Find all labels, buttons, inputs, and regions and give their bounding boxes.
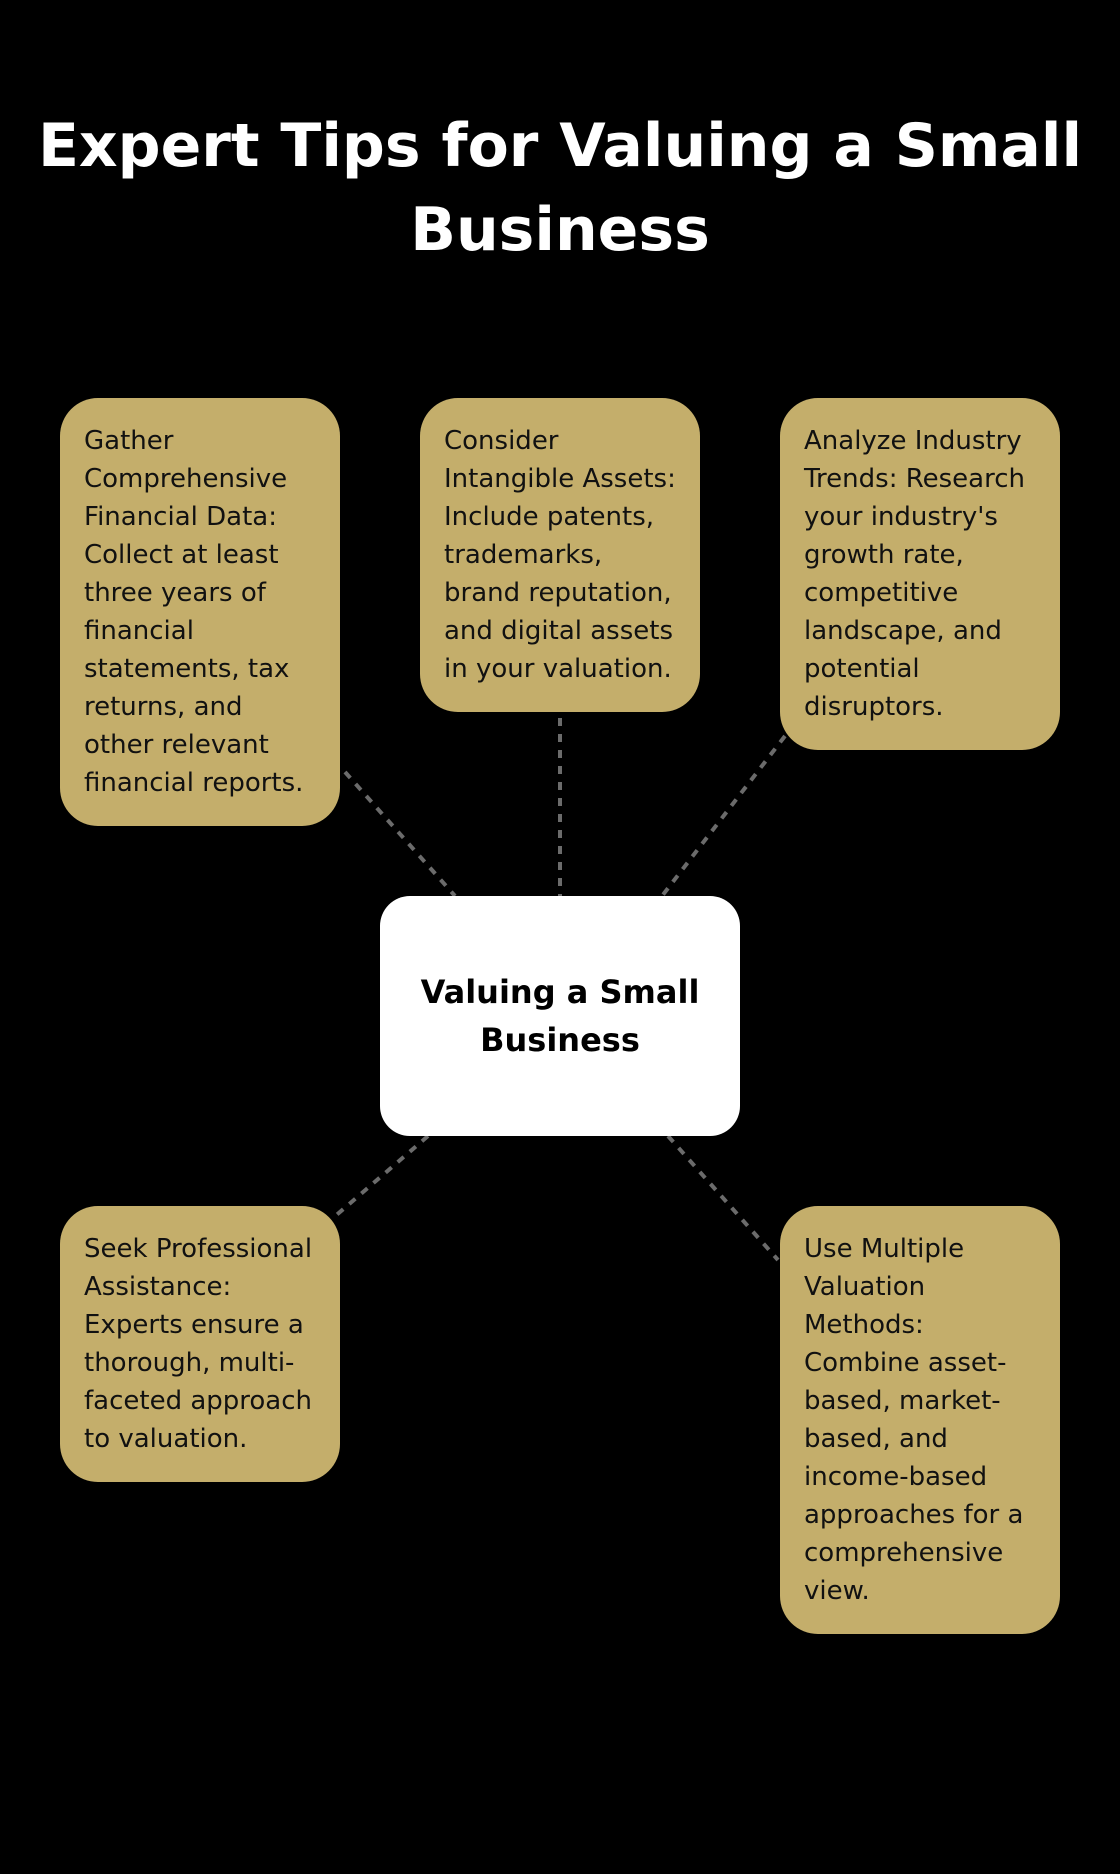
- page-title: Expert Tips for Valuing a Small Business: [37, 111, 1083, 265]
- tip-text: Consider Intangible Assets: Include pate…: [444, 426, 676, 684]
- tip-card-intangible-assets: Consider Intangible Assets: Include pate…: [420, 398, 700, 712]
- tip-card-professional-assistance: Seek Professional Assistance: Experts en…: [60, 1206, 340, 1482]
- tip-text: Seek Professional Assistance: Experts en…: [84, 1234, 313, 1454]
- tip-card-industry-trends: Analyze Industry Trends: Research your i…: [780, 398, 1060, 750]
- tip-text: Use Multiple Valuation Methods: Combine …: [804, 1234, 1024, 1606]
- tip-text: Gather Comprehensive Financial Data: Col…: [84, 426, 304, 798]
- connector-valuation-methods: [666, 1134, 780, 1262]
- tip-card-financial-data: Gather Comprehensive Financial Data: Col…: [60, 398, 340, 826]
- connector-professional-assistance: [331, 1134, 430, 1220]
- central-topic-node: Valuing a Small Business: [380, 896, 740, 1136]
- connector-financial-data: [343, 770, 457, 898]
- tip-text: Analyze Industry Trends: Research your i…: [804, 426, 1025, 722]
- connector-industry-trends: [660, 734, 787, 898]
- tip-card-valuation-methods: Use Multiple Valuation Methods: Combine …: [780, 1206, 1060, 1634]
- central-topic-label: Valuing a Small Business: [420, 973, 700, 1059]
